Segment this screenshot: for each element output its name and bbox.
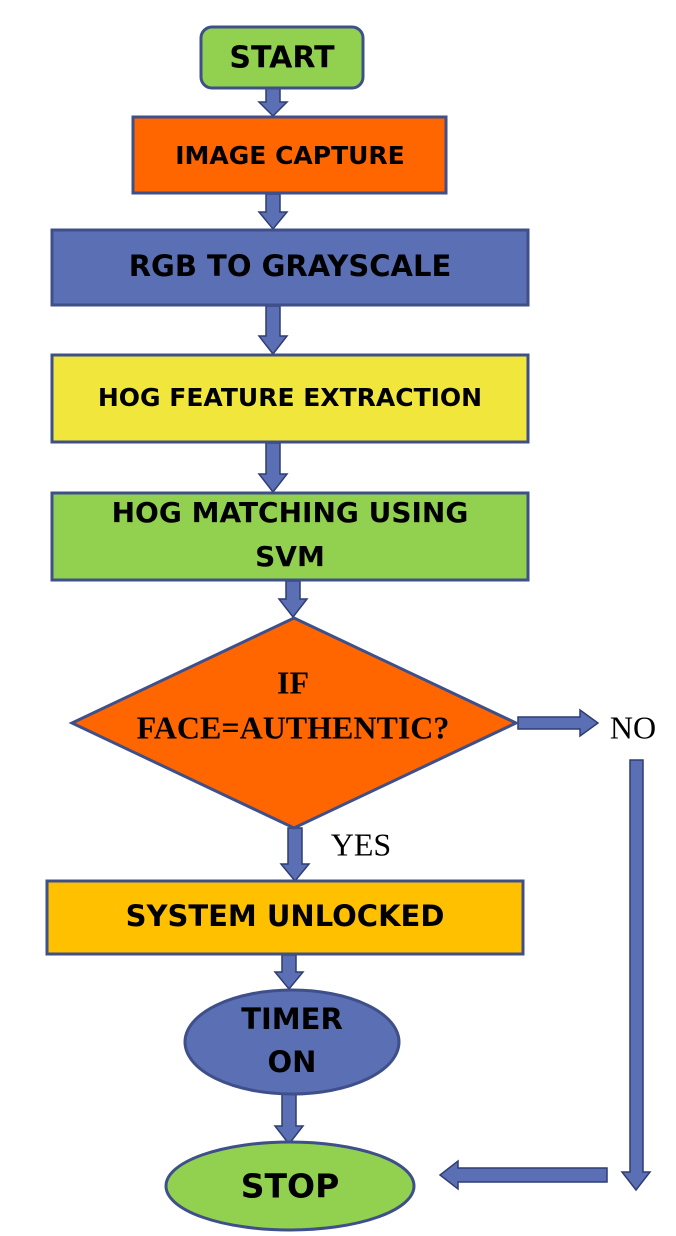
timer-on-label-line2: ON [268,1045,317,1079]
rgb-to-grayscale-label: RGB TO GRAYSCALE [129,249,452,283]
stop-node: STOP [164,1140,416,1232]
arrow-feature-to-matching [257,442,289,494]
start-label: START [229,41,335,76]
arrow-decision-to-unlocked [279,827,311,883]
image-capture-shape [131,115,448,195]
stop-label: STOP [241,1167,340,1206]
arrow-rgb-to-feature [257,305,289,356]
stop-shape [164,1140,416,1232]
arrow-unlocked-to-timer [273,954,305,991]
system-unlocked-label: SYSTEM UNLOCKED [126,899,445,933]
arrow-no-down [620,759,652,1192]
arrow-start-to-capture [257,87,289,118]
system-unlocked-node: SYSTEM UNLOCKED [45,879,525,956]
decision-node: IF FACE=AUTHENTIC? [68,616,520,830]
hog-feature-extraction-shape [50,353,530,444]
rgb-to-grayscale-shape [50,228,530,307]
rgb-to-grayscale-node: RGB TO GRAYSCALE [50,228,530,307]
timer-on-shape [183,988,401,1096]
decision-label-line1: IF [277,664,309,700]
image-capture-node: IMAGE CAPTURE [131,115,448,195]
timer-on-node: TIMER ON [183,988,401,1096]
connector-arrows [257,87,652,1192]
timer-on-label-line1: TIMER [241,1002,343,1036]
arrow-no-to-stop [438,1159,608,1191]
hog-matching-shape [50,491,530,582]
system-unlocked-shape [45,879,525,956]
arrow-decision-to-no [517,708,600,738]
no-label: NO [610,709,656,745]
arrow-matching-to-decision [277,580,309,619]
decision-label-line2: FACE=AUTHENTIC? [137,709,450,745]
decision-shape [68,616,520,830]
image-capture-label: IMAGE CAPTURE [175,141,405,170]
hog-feature-extraction-label: HOG FEATURE EXTRACTION [98,383,482,412]
arrow-timer-to-stop [273,1093,305,1146]
hog-matching-label-line2: SVM [255,540,325,573]
start-shape [199,25,365,90]
arrow-capture-to-rgb [257,193,289,231]
yes-label: YES [331,826,391,862]
hog-matching-node: HOG MATCHING USING SVM [50,491,530,582]
hog-feature-extraction-node: HOG FEATURE EXTRACTION [50,353,530,444]
hog-matching-label-line1: HOG MATCHING USING [112,496,469,529]
start-node: START [199,25,365,90]
